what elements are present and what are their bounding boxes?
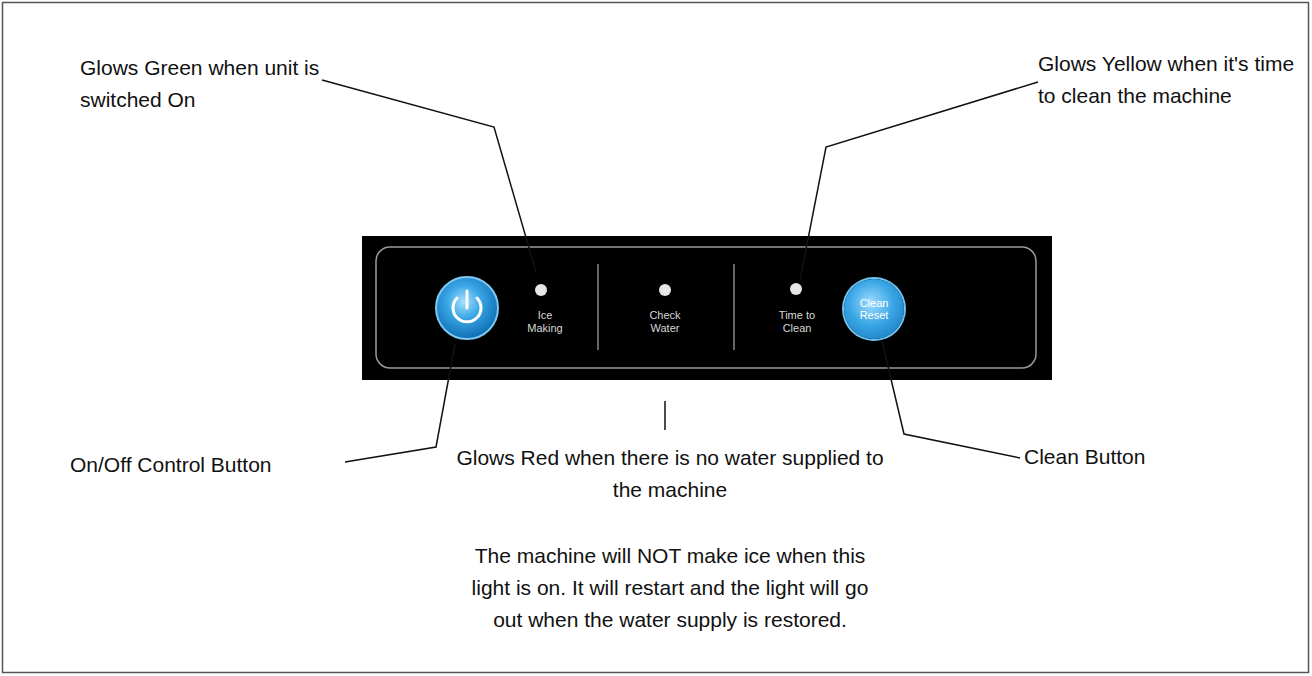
callout-text: Glows Yellow when it's time to clean the… (1038, 48, 1310, 112)
button-label: Clean Reset (854, 297, 894, 321)
callout-text: Glows Red when there is no water supplie… (445, 442, 895, 506)
leader-line (664, 401, 666, 430)
callout-text: On/Off Control Button (70, 449, 345, 481)
callout-text: Glows Green when unit is switched On (80, 52, 332, 116)
indicator-label: Time to Clean (774, 309, 820, 335)
callout-text: Clean Button (1024, 441, 1224, 473)
control-panel: Ice Making Check Water Time to Clean Clean … (362, 236, 1052, 380)
indicator-label: Ice Making (522, 309, 568, 335)
callout-text: The machine will NOT make ice when this … (455, 540, 885, 636)
indicator-label: Check Water (642, 309, 688, 335)
clean-reset-button: Clean Reset (844, 279, 904, 339)
